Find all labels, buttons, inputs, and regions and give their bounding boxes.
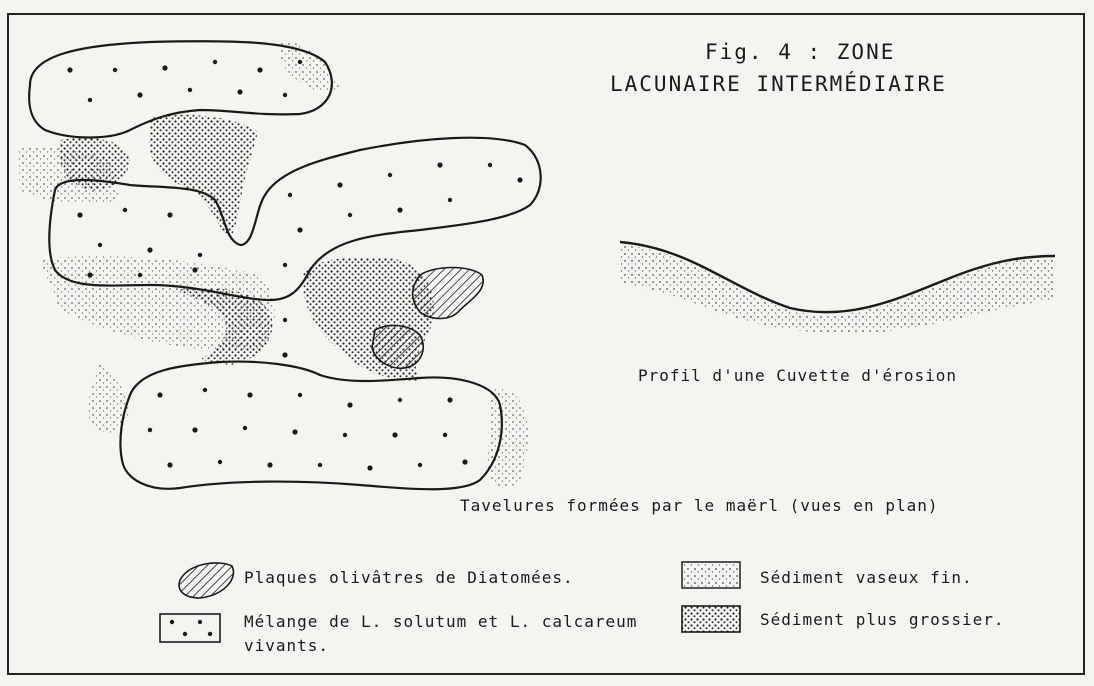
figure-title-line2: LACUNAIRE INTERMÉDIAIRE [610,72,947,96]
legend-swatch-sediment-fin [682,562,740,588]
fine-sediment-zones [18,40,528,488]
legend-label-melange: Mélange de L. solutum et L. calcareum [244,612,637,631]
caption-profile: Profil d'une Cuvette d'érosion [638,366,957,385]
maerl-patch-bottom [120,362,501,490]
legend-label-sediment-grossier: Sédiment plus grossier. [760,610,1005,629]
legend-swatch-sediment-grossier [682,606,740,632]
legend-swatch-diatomees [179,563,233,598]
legend-label-melange-cont: vivants. [244,636,329,655]
erosion-profile [620,242,1055,333]
legend-swatch-melange [160,614,220,642]
caption-plan: Tavelures formées par le maërl (vues en … [460,496,938,515]
figure-title-line1: Fig. 4 : ZONE [705,40,895,64]
legend-label-diatomees: Plaques olivâtres de Diatomées. [244,568,574,587]
legend-label-sediment-fin: Sédiment vaseux fin. [760,568,973,587]
